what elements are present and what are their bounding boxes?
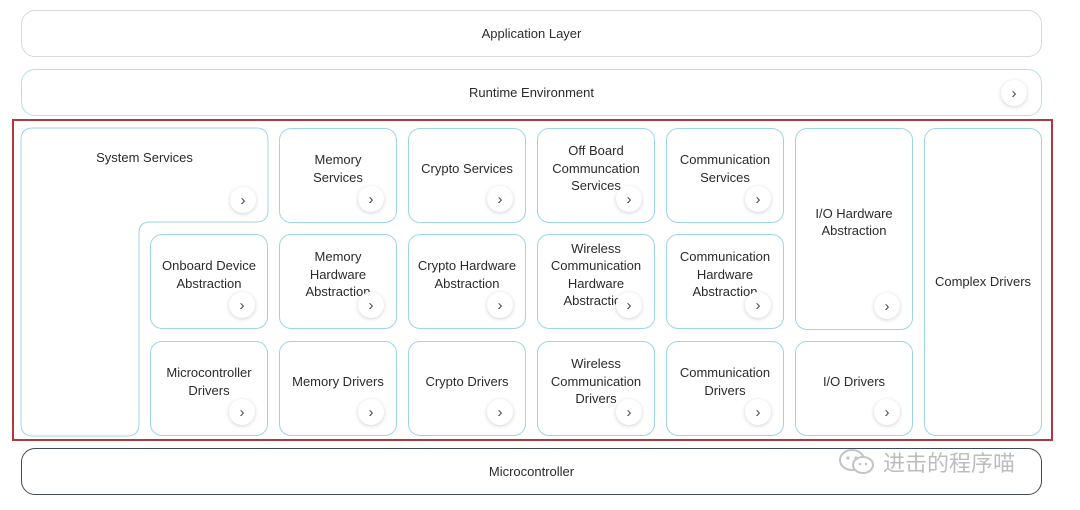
wireless-communication-hardware-abstraction-box[interactable]: Wireless Communication Hardware Abstract… xyxy=(537,234,655,329)
chevron-right-icon[interactable]: › xyxy=(358,186,384,212)
complex-drivers-label: Complex Drivers xyxy=(934,274,1032,290)
wechat-icon xyxy=(839,449,874,474)
memory-services-box[interactable]: Memory Services › xyxy=(279,128,397,223)
io-hardware-abstraction-box[interactable]: I/O Hardware Abstraction › xyxy=(795,128,913,330)
wireless-communication-drivers-box[interactable]: Wireless Communication Drivers › xyxy=(537,341,655,436)
chevron-right-icon[interactable]: › xyxy=(229,292,255,318)
runtime-environment-label: Runtime Environment xyxy=(469,84,594,100)
chevron-right-icon[interactable]: › xyxy=(745,292,771,318)
memory-drivers-label: Memory Drivers xyxy=(292,373,384,389)
microcontroller-drivers-box[interactable]: Microcontroller Drivers › xyxy=(150,341,268,436)
crypto-services-box[interactable]: Crypto Services › xyxy=(408,128,526,223)
onboard-device-abstraction-label: Onboard Device Abstraction xyxy=(162,258,256,291)
chevron-right-icon[interactable]: › xyxy=(616,186,642,212)
chevron-right-icon[interactable]: › xyxy=(1001,80,1027,106)
chevron-right-icon[interactable]: › xyxy=(616,399,642,425)
application-layer[interactable]: Application Layer xyxy=(21,10,1042,57)
communication-hardware-abstraction-box[interactable]: Communication Hardware Abstraction › xyxy=(666,234,784,329)
memory-hardware-abstraction-box[interactable]: Memory Hardware Abstraction › xyxy=(279,234,397,329)
chevron-right-icon[interactable]: › xyxy=(230,187,256,213)
offboard-communication-services-label: Off Board Communcation Services xyxy=(552,143,640,194)
chevron-right-icon[interactable]: › xyxy=(874,399,900,425)
wireless-communication-drivers-label: Wireless Communication Drivers xyxy=(550,356,642,407)
chevron-right-icon[interactable]: › xyxy=(229,399,255,425)
system-services-label: System Services xyxy=(96,150,193,165)
microcontroller-drivers-label: Microcontroller Drivers xyxy=(166,365,252,398)
chevron-right-icon[interactable]: › xyxy=(745,186,771,212)
chevron-right-icon[interactable]: › xyxy=(487,399,513,425)
chevron-right-icon[interactable]: › xyxy=(358,292,384,318)
crypto-drivers-label: Crypto Drivers xyxy=(425,373,509,389)
offboard-communication-services-box[interactable]: Off Board Communcation Services › xyxy=(537,128,655,223)
communication-drivers-label: Communication Drivers xyxy=(679,365,771,398)
chevron-right-icon[interactable]: › xyxy=(487,292,513,318)
chevron-right-icon[interactable]: › xyxy=(745,399,771,425)
crypto-hardware-abstraction-box[interactable]: Crypto Hardware Abstraction › xyxy=(408,234,526,329)
complex-drivers-box[interactable]: Complex Drivers xyxy=(924,128,1042,436)
memory-hardware-abstraction-label: Memory Hardware Abstraction xyxy=(305,249,371,300)
microcontroller-layer-label: Microcontroller xyxy=(488,463,575,479)
communication-drivers-box[interactable]: Communication Drivers › xyxy=(666,341,784,436)
microcontroller-layer[interactable]: Microcontroller xyxy=(21,448,1042,495)
chevron-right-icon[interactable]: › xyxy=(874,293,900,319)
wireless-communication-hardware-abstraction-label: Wireless Communication Hardware Abstract… xyxy=(550,240,642,309)
memory-drivers-box[interactable]: Memory Drivers › xyxy=(279,341,397,436)
crypto-services-label: Crypto Services xyxy=(421,160,513,176)
chevron-right-icon[interactable]: › xyxy=(487,186,513,212)
communication-hardware-abstraction-label: Communication Hardware Abstraction xyxy=(679,249,771,300)
watermark: 进击的程序喵 xyxy=(837,444,1015,480)
crypto-drivers-box[interactable]: Crypto Drivers › xyxy=(408,341,526,436)
application-layer-label: Application Layer xyxy=(481,25,582,41)
communication-services-box[interactable]: Communication Services › xyxy=(666,128,784,223)
io-drivers-label: I/O Drivers xyxy=(822,373,886,389)
memory-services-label: Memory Services xyxy=(313,152,363,185)
chevron-right-icon[interactable]: › xyxy=(358,399,384,425)
chevron-right-icon[interactable]: › xyxy=(616,292,642,318)
communication-services-label: Communication Services xyxy=(679,152,771,185)
runtime-environment-layer[interactable]: Runtime Environment › xyxy=(21,69,1042,116)
onboard-device-abstraction-box[interactable]: Onboard Device Abstraction › xyxy=(150,234,268,329)
io-hardware-abstraction-label: I/O Hardware Abstraction xyxy=(815,205,893,239)
watermark-text: 进击的程序喵 xyxy=(883,451,1016,476)
crypto-hardware-abstraction-label: Crypto Hardware Abstraction xyxy=(417,258,517,291)
io-drivers-box[interactable]: I/O Drivers › xyxy=(795,341,913,436)
